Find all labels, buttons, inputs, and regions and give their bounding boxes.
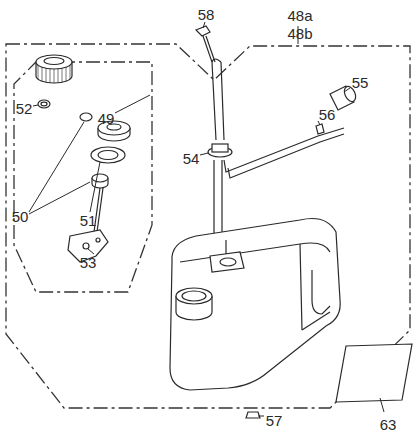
leader-lines <box>29 22 384 416</box>
subgroup-outline <box>14 62 152 292</box>
callout-number: 48a <box>287 8 312 23</box>
callout-number: 48b <box>287 26 312 41</box>
callout-number: 49 <box>98 111 115 126</box>
callout-number: 58 <box>198 7 215 22</box>
callout-number: 54 <box>183 151 200 166</box>
callout-number: 56 <box>319 107 336 122</box>
callout-number: 57 <box>266 413 283 428</box>
callout-number: 50 <box>12 209 29 224</box>
callout-number: 55 <box>352 75 369 90</box>
callout-number: 51 <box>80 213 97 228</box>
callout-number: 63 <box>380 417 397 432</box>
callout-number: 52 <box>16 101 33 116</box>
callout-number: 53 <box>80 255 97 270</box>
